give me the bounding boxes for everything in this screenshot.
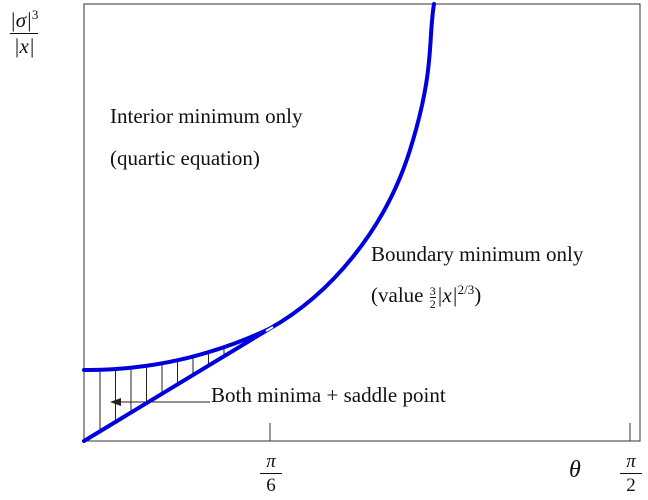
main-boundary-curve [267, 2, 436, 331]
upper-boundary-curve [82, 327, 270, 372]
y-label-exponent: 3 [31, 7, 39, 22]
annotation-arrowhead [110, 398, 121, 406]
hatched-region [99, 349, 225, 431]
both-minima-label: Both minima + saddle point [211, 383, 446, 407]
boundary-value-prefix: (value [371, 283, 424, 307]
tick-label-pi-over-6: π 6 [260, 452, 282, 495]
plot-frame [83, 3, 641, 442]
tick-pi2-den: 2 [626, 475, 636, 496]
junction-gap [265, 326, 274, 332]
x-axis-symbol: θ [569, 457, 581, 483]
tick-label-pi-over-2: π 2 [620, 452, 642, 495]
boundary-value-suffix: ) [474, 283, 482, 307]
tick-pi6-num: π [266, 451, 276, 472]
boundary-value-exponent: 2/3 [457, 282, 475, 297]
boundary-label-line1: Boundary minimum only [371, 242, 584, 266]
interior-label-line1: Interior minimum only [110, 104, 303, 128]
interior-label-line2: (quartic equation) [110, 146, 260, 170]
boundary-frac-num: 3 [429, 283, 436, 298]
tick-pi6-den: 6 [266, 475, 276, 496]
lower-boundary-curve [82, 327, 271, 443]
boundary-frac-den: 2 [429, 296, 436, 311]
y-axis-label: |σ|3 |x| [10, 7, 39, 58]
y-label-denominator: |x| [13, 34, 35, 58]
boundary-label-line2: (value 3 2 |x|2/3) [371, 283, 481, 310]
tick-pi2-num: π [626, 451, 636, 472]
boundary-value-abs: |x| [436, 283, 458, 307]
y-label-numerator: |σ| [10, 8, 32, 32]
boundary-value-fraction: 3 2 [429, 283, 436, 311]
